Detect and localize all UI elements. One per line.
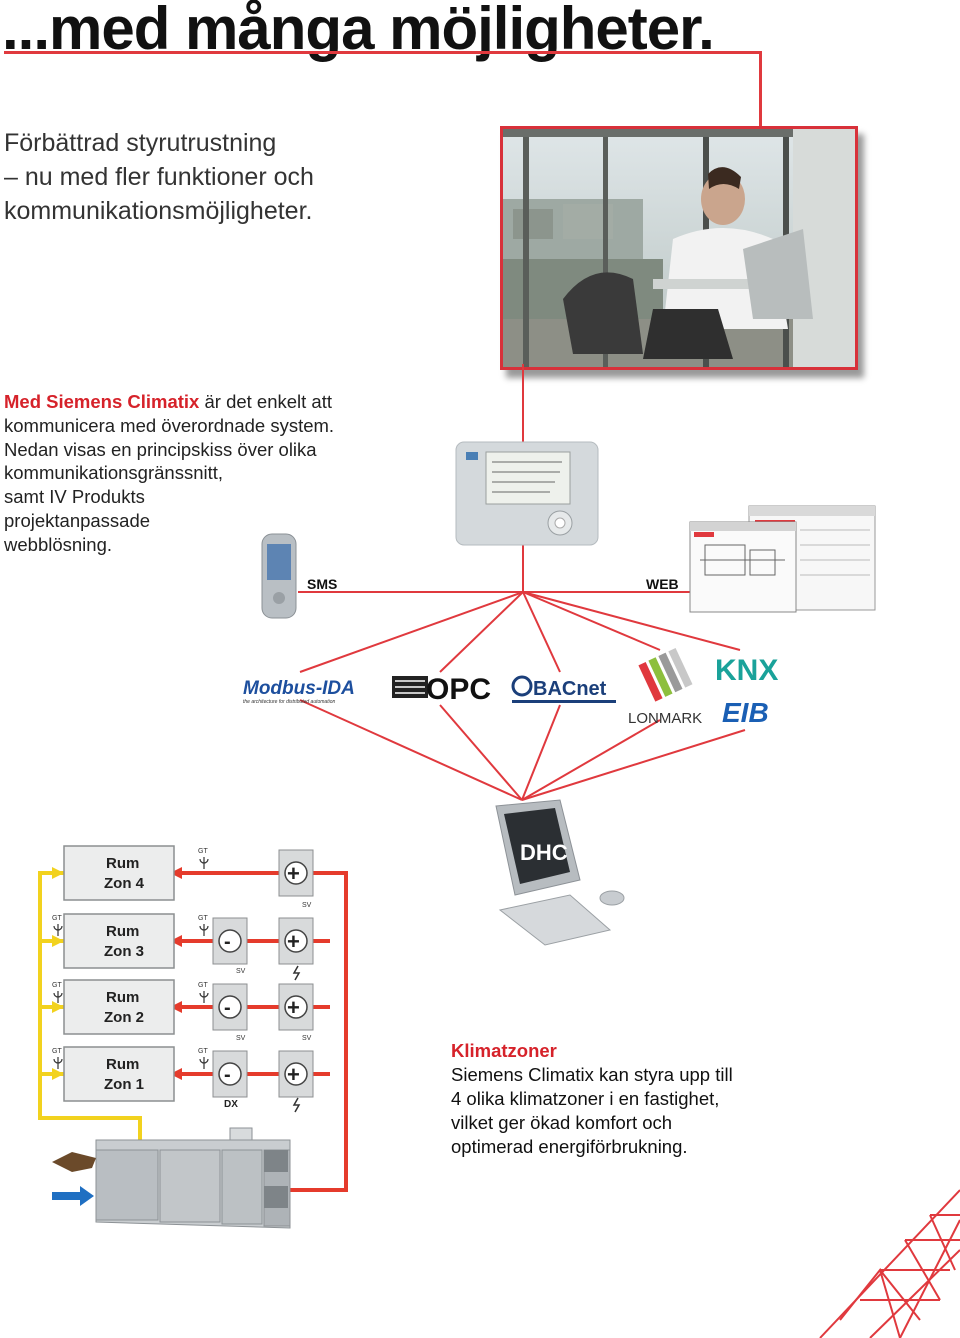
opc-logo: OPC (392, 673, 491, 706)
climatix-controller-device (455, 441, 599, 546)
body-line-1: Med Siemens Climatix är det enkelt att (4, 390, 364, 414)
return-arrows (52, 867, 64, 1080)
exhaust-air-arrow (52, 1152, 96, 1172)
lonmark-logo: LONMARK (628, 647, 702, 727)
opc-logo-text: OPC (426, 673, 491, 706)
minus-sign: - (224, 1064, 231, 1086)
modbus-logo: Modbus-IDA the architecture for distribu… (243, 678, 355, 705)
room-label: Rum (106, 923, 139, 940)
modbus-logo-subtext: the architecture for distributed automat… (243, 699, 335, 705)
intro-line-3: kommunikationsmöjligheter. (4, 197, 313, 225)
gt-sensor-label: GT (198, 915, 208, 922)
intro-line-1: Förbättrad styrutrustning (4, 129, 277, 157)
zone-label: Zon 3 (104, 943, 144, 960)
temperature-sensors: GT GT GT GT GT GT GT (52, 848, 208, 1055)
mobile-phone (261, 533, 297, 619)
climate-line-2: 4 olika klimatzoner i en fastighet, (451, 1088, 720, 1109)
climate-line-1: Siemens Climatix kan styra upp till (451, 1064, 733, 1085)
plus-sign: + (287, 1062, 300, 1087)
gt-sensor-label: GT (198, 848, 208, 855)
electric-heater-symbols (292, 965, 301, 1113)
body-line-7: webblösning. (4, 533, 112, 555)
supply-arrows (170, 867, 182, 1080)
dhc-label: DHC (520, 840, 568, 865)
protocol-fan-lines (299, 591, 746, 801)
plus-sign: + (287, 861, 300, 886)
body-line-3: Nedan visas en principskiss över olika (4, 438, 317, 460)
room-zone-2: Rum Zon 2 (63, 979, 175, 1035)
room-label: Rum (106, 989, 139, 1006)
dx-label: DX (224, 1099, 238, 1110)
sv-valve-label: SV (236, 968, 246, 975)
cooler-coils: - - - (212, 917, 248, 1098)
eib-logo-text: EIB (722, 697, 769, 728)
sv-valve-label: SV (236, 1035, 246, 1042)
bacnet-logo-text: BACnet (533, 678, 607, 700)
sv-valve-label: SV (302, 902, 312, 909)
body-line-2: kommunicera med överordnade system. (4, 414, 335, 436)
zone-label: Zon 1 (104, 1076, 144, 1093)
lonmark-logo-text: LONMARK (628, 710, 702, 727)
room-label: Rum (106, 1056, 139, 1073)
web-label: WEB (646, 576, 679, 592)
air-handling-unit (95, 1127, 291, 1229)
gt-sensor-label: GT (198, 1048, 208, 1055)
eib-logo: EIB (722, 697, 769, 728)
gt-sensor-label: GT (52, 1048, 62, 1055)
gt-sensor-label: GT (52, 915, 62, 922)
body-line-4: kommunikationsgränssnitt, (4, 462, 224, 484)
room-label: Rum (106, 855, 139, 872)
plus-sign: + (287, 929, 300, 954)
siemens-climatix-highlight: Med Siemens Climatix (4, 391, 200, 412)
web-screenshots (689, 505, 876, 613)
body-line-6: projektanpassade (4, 509, 151, 531)
climate-line-4: optimerad energiförbrukning. (451, 1136, 688, 1157)
knx-logo: KNX (715, 654, 778, 687)
minus-sign: - (224, 997, 231, 1019)
modbus-logo-text: Modbus-IDA (243, 678, 355, 699)
title-underline (4, 51, 760, 54)
room-zone-4: Rum Zon 4 (63, 845, 175, 901)
sv-valve-label: SV (302, 1035, 312, 1042)
intro-line-2: – nu med fler funktioner och (4, 163, 314, 191)
climate-zones-text: Siemens Climatix kan styra upp till 4 ol… (451, 1063, 733, 1159)
title-connector-line (759, 51, 762, 127)
bacnet-logo: BACnet (511, 675, 616, 703)
gt-sensor-label: GT (52, 982, 62, 989)
gt-sensor-label: GT (198, 982, 208, 989)
dhc-computer: DHC (495, 799, 625, 946)
body-text: Med Siemens Climatix är det enkelt att k… (4, 390, 364, 557)
climate-line-3: vilket ger ökad komfort och (451, 1112, 673, 1133)
plus-sign: + (287, 995, 300, 1020)
zone-label: Zon 2 (104, 1009, 144, 1026)
body-line-5: samt IV Produkts (4, 486, 145, 508)
office-photo-illustration (503, 129, 855, 367)
intake-air-arrow (52, 1186, 94, 1206)
zone-label: Zon 4 (104, 875, 145, 892)
decorative-truss (819, 1189, 960, 1338)
heater-coils: + + + + (278, 849, 314, 1098)
body-line-1-rest: är det enkelt att (199, 391, 333, 412)
room-zone-3: Rum Zon 3 (63, 913, 175, 969)
room-zone-1: Rum Zon 1 (63, 1046, 175, 1102)
intro-text: Förbättrad styrutrustning – nu med fler … (4, 126, 314, 228)
climate-zones-heading: Klimatzoner (451, 1040, 557, 1061)
knx-logo-text: KNX (715, 654, 778, 687)
office-photo (500, 126, 858, 370)
minus-sign: - (224, 931, 231, 953)
sms-label: SMS (307, 576, 337, 592)
